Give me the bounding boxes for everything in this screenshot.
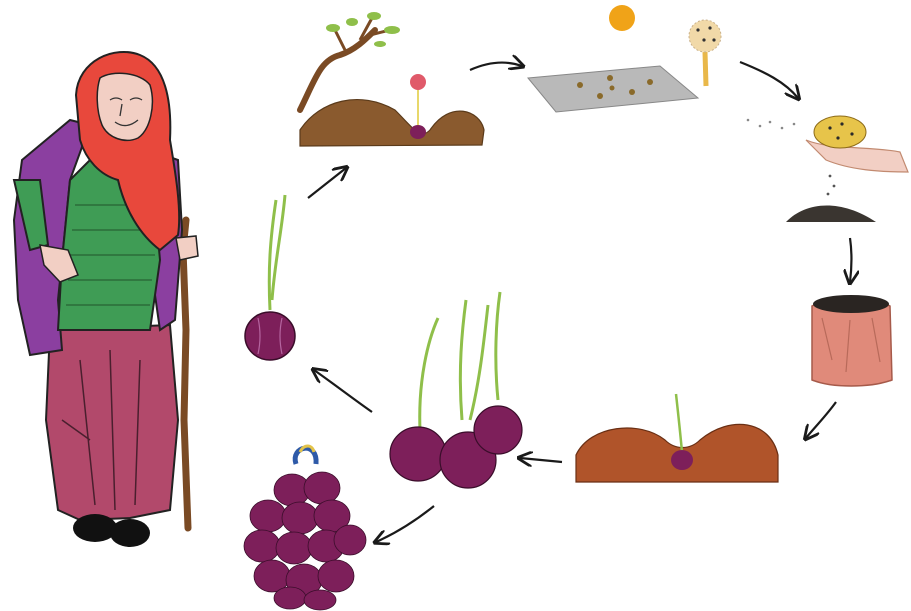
braided-onion-bunch xyxy=(244,446,366,610)
face xyxy=(97,73,152,140)
arrow-pile-to-sack xyxy=(850,238,852,282)
seed-head-icon xyxy=(689,20,721,52)
sprouting-onion-bulb xyxy=(245,195,295,360)
seeds-in-hand xyxy=(747,116,908,195)
right-hand xyxy=(176,236,198,260)
seeds-drying-on-tray xyxy=(528,5,698,112)
seedling-icon xyxy=(671,450,693,470)
right-shoe xyxy=(110,519,150,547)
seedling-in-soil-mound xyxy=(576,394,778,482)
arrow-seedhead-to-hand xyxy=(740,62,798,98)
left-shoe xyxy=(73,514,117,542)
flowering-plant-in-soil xyxy=(300,12,484,146)
flowering-onion-icon xyxy=(410,74,426,90)
arrow-onions-to-braid xyxy=(376,506,434,542)
old-woman-figure xyxy=(14,52,198,547)
arrow-seedling-to-onions xyxy=(520,458,562,462)
walking-cane xyxy=(183,220,188,528)
soil-filled-sack xyxy=(812,295,892,386)
hand-with-seeds-icon xyxy=(806,140,908,172)
sun-icon xyxy=(609,5,635,31)
soil-mound xyxy=(300,100,484,146)
onion-bulb-sprout-icon xyxy=(245,312,295,360)
arrow-sack-to-seedling xyxy=(806,402,836,438)
onion-group-icon xyxy=(390,427,446,481)
soil-pile-icon xyxy=(786,205,876,222)
seeds-sown-in-soil xyxy=(786,205,876,222)
onion-braid-icon xyxy=(244,472,366,610)
arrow-flower-to-tray xyxy=(470,63,522,70)
arrow-bulb-to-flower xyxy=(308,168,346,198)
three-harvested-onions xyxy=(390,292,522,488)
arrow-onions-to-bulb xyxy=(314,370,372,412)
seed-head-in-sun xyxy=(689,20,721,86)
